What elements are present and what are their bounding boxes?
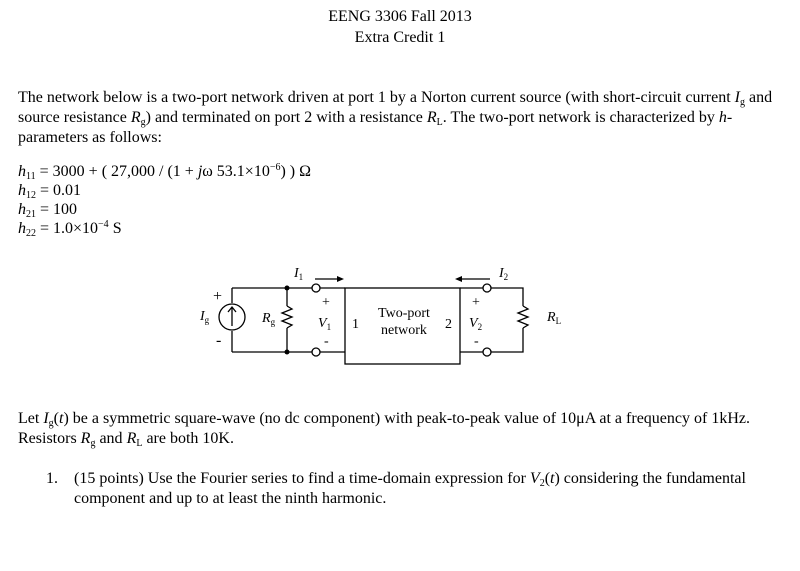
intro-ig-sub: g [740,97,745,108]
terminal-2-bottom [482,347,492,357]
assignment-title: Extra Credit 1 [354,29,446,46]
intro-ig: I [734,89,740,106]
h21-line: h21 = 100 [18,201,78,220]
box-label-line2: network [381,323,427,338]
terminal-1-top [311,283,321,293]
node-dot-bottom [284,349,290,355]
h-parameters: h11 = 3000 + ( 27,000 / (1 + jω 53.1×10−… [18,162,312,239]
arrow-i1-head-icon [337,276,344,282]
problem-number: 1. [46,470,58,487]
label-v2-minus: - [474,334,479,349]
header: EENG 3306 Fall 2013 Extra Credit 1 [0,6,800,48]
course-line: EENG 3306 Fall 2013 [328,8,472,25]
label-v2-plus: + [472,295,480,310]
problem-text: (15 points) Use the Fourier series to fi… [74,470,746,507]
h11-line: h11 = 3000 + ( 27,000 / (1 + jω 53.1×10−… [18,162,312,182]
label-v1-minus: - [324,334,329,349]
intro-paragraph: The network below is a two-port network … [18,88,788,148]
second-paragraph: Let Ig(t) be a symmetric square-wave (no… [18,410,750,449]
label-i2: I2 [498,266,508,282]
intro-text-2: and source resistance [18,89,773,126]
label-i1: I1 [293,266,303,282]
node-dot-top [284,285,290,291]
current-source-icon [218,303,246,331]
label-minus-left: - [216,332,221,349]
intro-rg: R [130,109,141,126]
label-port1: 1 [352,317,359,332]
resistor-rl-icon [516,305,530,329]
problem-1: 1. (15 points) Use the Fourier series to… [46,469,766,509]
intro-text-4: . The two-port network is characterized … [442,109,719,126]
label-ig: Ig [199,309,210,325]
wire-bottom-right [491,328,524,353]
two-port-box [344,287,461,365]
label-rg: Rg [261,311,276,327]
box-label-line1: Two-port [378,306,430,321]
source-arrow-icon [227,305,237,326]
label-v1: V1 [318,316,331,332]
intro-text-3: ) and terminated on port 2 with a resist… [145,109,427,126]
terminal-1-bottom [311,347,321,357]
intro-rg-sub: g [140,117,146,128]
resistor-rg-icon [280,305,294,329]
intro-text-5: -parameters as follows: [18,109,733,146]
label-v1-plus: + [322,295,330,310]
intro-h: h [718,109,727,126]
intro-rl-sub: L [436,117,443,128]
label-plus-left: + [213,288,222,305]
wire-top-right [491,287,524,306]
terminal-2-top [482,283,492,293]
label-port2: 2 [445,317,452,332]
intro-text-1: The network below is a two-port network … [18,89,735,106]
label-rl: RL [546,310,561,326]
h12-line: h12 = 0.01 [18,182,82,201]
intro-rl: R [426,109,437,126]
arrow-i2-head-icon [455,276,462,282]
h22-line: h22 = 1.0×10−4 S [18,219,122,239]
label-v2: V2 [469,316,482,332]
